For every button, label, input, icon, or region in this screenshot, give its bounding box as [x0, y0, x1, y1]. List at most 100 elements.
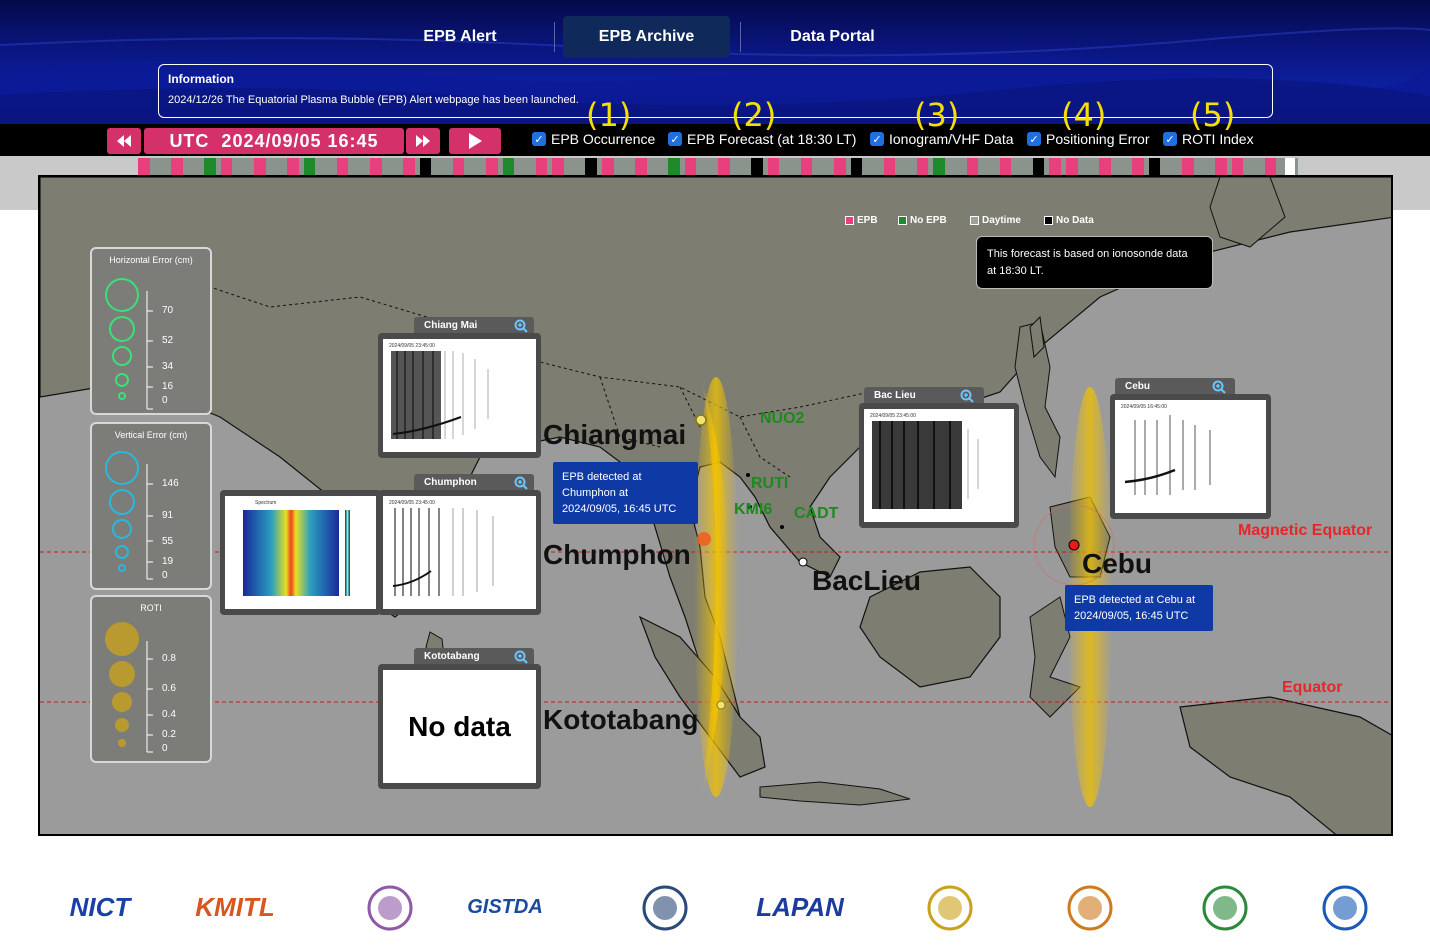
timeline-segment[interactable] [1082, 158, 1095, 184]
timeline-segment[interactable] [784, 158, 796, 184]
timeline-segment[interactable] [187, 158, 200, 184]
gnss-station-ruti[interactable]: RUTI [751, 475, 789, 492]
station-label-chiangmai[interactable]: Chiangmai [543, 419, 687, 450]
timeline-segment[interactable] [1032, 158, 1045, 184]
timeline-segment[interactable] [834, 158, 846, 184]
timeline-segment[interactable] [386, 158, 399, 184]
checkbox-checked-icon[interactable]: ✓ [870, 132, 884, 146]
checkbox-checked-icon[interactable]: ✓ [532, 132, 546, 146]
timeline-segment[interactable] [1016, 158, 1028, 184]
ionogram-panel-chumphon[interactable]: 2024/09/05 23:45:00 [378, 490, 541, 615]
timeline-segment[interactable] [817, 158, 830, 184]
timeline-segment[interactable] [1148, 158, 1161, 184]
timeline-segment[interactable] [220, 158, 233, 184]
vhf-panel-chumphon[interactable]: Spectrum [220, 490, 381, 615]
tab-data-portal[interactable]: Data Portal [790, 28, 875, 45]
gnss-station-cadt[interactable]: CADT [794, 505, 839, 522]
timeline-segment[interactable] [585, 158, 598, 184]
layer-toggle-positioning-error[interactable]: ✓Positioning Error [1027, 131, 1150, 147]
timeline-segment[interactable] [867, 158, 879, 184]
zoom-icon[interactable] [1212, 380, 1226, 394]
timeline-segment[interactable] [403, 158, 415, 184]
zoom-icon[interactable] [960, 389, 974, 403]
timeline-segment[interactable] [353, 158, 366, 184]
timeline-segment[interactable] [635, 158, 647, 184]
timeline-segment[interactable] [767, 158, 780, 184]
timeline-segment[interactable] [535, 158, 548, 184]
ionogram-panel-chiang-mai[interactable]: 2024/09/05 23:45:00 [378, 333, 541, 458]
ionogram-panel-cebu[interactable]: 2024/09/05 16:45:00 [1110, 394, 1271, 519]
timeline-segment[interactable] [1198, 158, 1211, 184]
timeline-segment[interactable] [303, 158, 316, 184]
timeline-segment[interactable] [966, 158, 979, 184]
station-label-kototabang[interactable]: Kototabang [543, 704, 699, 735]
map[interactable]: EPB No EPB Daytime No Data Horizontal Er… [38, 175, 1393, 836]
gnss-station-nuo2[interactable]: NUO2 [760, 410, 805, 427]
timeline-segment[interactable] [751, 158, 763, 184]
zoom-icon[interactable] [514, 476, 528, 490]
zoom-icon[interactable] [514, 650, 528, 664]
timeline-segment[interactable] [1182, 158, 1194, 184]
checkbox-checked-icon[interactable]: ✓ [1027, 132, 1041, 146]
timeline-segment[interactable] [1066, 158, 1078, 184]
timeline-segment[interactable] [419, 158, 432, 184]
timeline-segment[interactable] [718, 158, 730, 184]
timeline-segment[interactable] [850, 158, 863, 184]
timeline-segment[interactable] [651, 158, 664, 184]
checkbox-checked-icon[interactable]: ✓ [1163, 132, 1177, 146]
station-label-baclieu[interactable]: BacLieu [812, 565, 921, 596]
timeline-segment[interactable] [1165, 158, 1178, 184]
timeline-segment[interactable] [254, 158, 266, 184]
timeline-segment[interactable] [237, 158, 250, 184]
timeline-segment[interactable] [999, 158, 1012, 184]
timeline-segment[interactable] [138, 158, 150, 184]
previous-button[interactable] [107, 128, 141, 154]
timeline-segment[interactable] [552, 158, 564, 184]
timeline-segment[interactable] [1115, 158, 1128, 184]
timeline-segment[interactable] [950, 158, 962, 184]
gnss-station-kmi6[interactable]: KMI6 [734, 501, 773, 518]
ionogram-panel-kototabang[interactable]: No data [378, 664, 541, 789]
timeline-segment[interactable] [1264, 158, 1277, 184]
layer-toggle-roti-index[interactable]: ✓ROTI Index [1163, 131, 1254, 147]
tab-epb-alert[interactable]: EPB Alert [423, 28, 497, 45]
station-label-cebu[interactable]: Cebu [1082, 548, 1152, 579]
timeline-segment[interactable] [1231, 158, 1244, 184]
timeline-segment[interactable] [800, 158, 813, 184]
timeline-segment[interactable] [916, 158, 929, 184]
timeline-segment[interactable] [602, 158, 614, 184]
timeline-segment[interactable] [1049, 158, 1062, 184]
zoom-icon[interactable] [514, 319, 528, 333]
timeline-segment[interactable] [883, 158, 896, 184]
timeline-segment[interactable] [1132, 158, 1144, 184]
timeline-segment[interactable] [701, 158, 714, 184]
layer-toggle-epb-occurrence[interactable]: ✓EPB Occurrence [532, 131, 655, 147]
checkbox-checked-icon[interactable]: ✓ [668, 132, 682, 146]
timeline-segment[interactable] [154, 158, 167, 184]
timeline-segment[interactable] [320, 158, 332, 184]
timeline-segment[interactable] [204, 158, 216, 184]
timeline-segment[interactable] [684, 158, 697, 184]
timeline-segment[interactable] [618, 158, 631, 184]
timeline-segment[interactable] [270, 158, 283, 184]
timeline-segment[interactable] [519, 158, 531, 184]
tab-epb-archive[interactable]: EPB Archive [563, 16, 730, 58]
timeline-segment[interactable] [1248, 158, 1260, 184]
timeline-segment[interactable] [436, 158, 448, 184]
timeline-segment[interactable] [1099, 158, 1111, 184]
timeline-segment[interactable] [983, 158, 995, 184]
play-button[interactable] [449, 128, 501, 154]
timeline-segment[interactable] [469, 158, 482, 184]
timeline-segment[interactable] [502, 158, 515, 184]
timeline-segment[interactable] [568, 158, 581, 184]
ionogram-panel-bac-lieu[interactable]: 2024/09/05 23:45:00 [859, 403, 1019, 528]
timeline-segment[interactable] [452, 158, 465, 184]
timeline-segment[interactable] [486, 158, 498, 184]
timeline-segment[interactable] [668, 158, 680, 184]
timeline-segment[interactable] [734, 158, 747, 184]
timeline-segment[interactable] [336, 158, 349, 184]
timeline-segment[interactable] [370, 158, 382, 184]
station-label-chumphon[interactable]: Chumphon [543, 539, 691, 570]
layer-toggle-epb-forecast[interactable]: ✓EPB Forecast (at 18:30 LT) [668, 131, 856, 147]
timeline-segment[interactable] [933, 158, 946, 184]
